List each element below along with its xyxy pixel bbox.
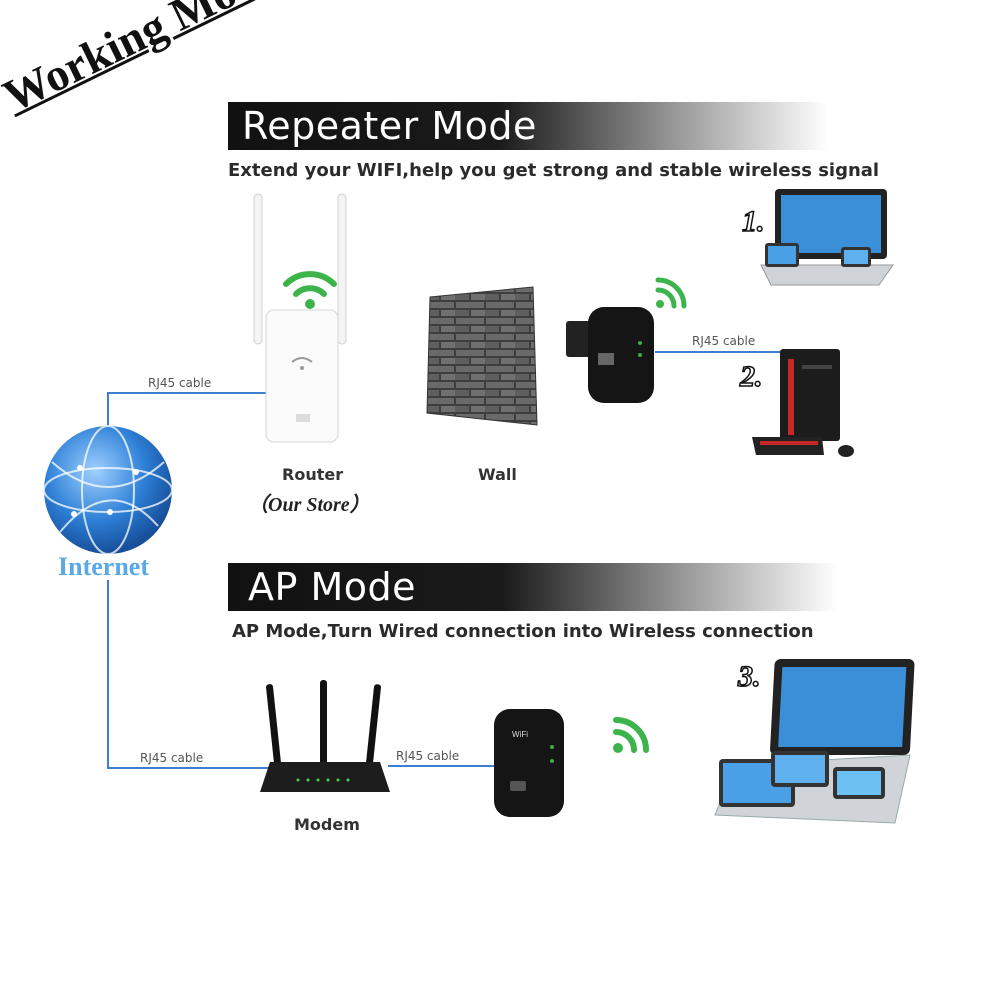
laptop-icon <box>760 189 894 286</box>
router-store-label: （Our Store） <box>248 494 370 516</box>
device-3-number: 3. <box>737 659 761 694</box>
wifi-icon <box>655 277 687 309</box>
laptop-icon <box>714 659 915 824</box>
device-2-number: 2. <box>739 359 763 394</box>
repeater-icon: WiFi <box>494 709 564 817</box>
repeater-mode-title: Repeater Mode <box>242 104 537 148</box>
repeater-mode-banner: Repeater Mode <box>228 102 828 150</box>
ap-mode-title: AP Mode <box>248 565 417 609</box>
repeater-mode-subtitle: Extend your WIFI,help you get strong and… <box>228 160 880 181</box>
router-icon <box>253 193 347 443</box>
modem-icon <box>260 680 390 792</box>
internet-label: Internet <box>58 552 149 581</box>
wall-label: Wall <box>478 465 517 484</box>
cable-label-internet-modem: RJ45 cable <box>140 751 204 765</box>
wifi-icon <box>283 271 337 309</box>
modem-label: Modem <box>294 815 360 834</box>
wifi-icon <box>613 717 649 753</box>
cable-internet-to-modem <box>107 580 270 769</box>
repeater-icon <box>566 307 654 403</box>
wall-icon <box>426 286 538 426</box>
ap-mode-subtitle: AP Mode,Turn Wired connection into Wirel… <box>232 621 814 642</box>
cable-label-modem-repeater: RJ45 cable <box>396 749 460 763</box>
cable-label-repeater-pc: RJ45 cable <box>692 334 756 348</box>
device-1-number: 1. <box>741 204 765 239</box>
desktop-pc-icon <box>752 349 854 457</box>
ap-mode-banner: AP Mode <box>228 563 838 611</box>
globe-icon <box>43 425 173 555</box>
svg-text:WiFi: WiFi <box>512 730 528 739</box>
router-label: Router <box>282 465 344 484</box>
cable-internet-to-router <box>107 392 275 430</box>
cable-label-internet-router: RJ45 cable <box>148 376 212 390</box>
